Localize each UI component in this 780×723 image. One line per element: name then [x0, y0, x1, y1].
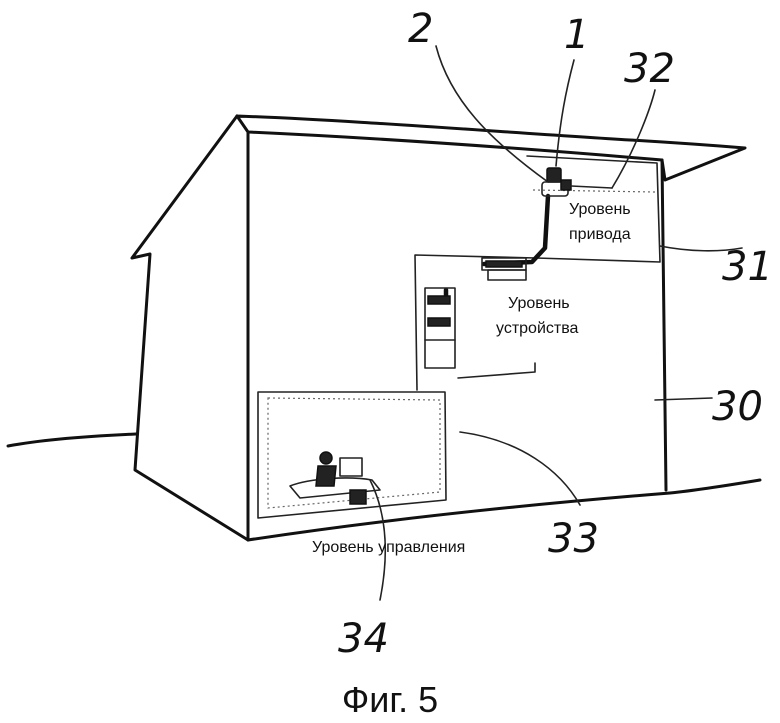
numeral-33: 33	[548, 516, 599, 562]
numeral-31: 31	[722, 244, 773, 290]
drive-level-label-1: Уровень	[569, 201, 631, 218]
figure-caption: Фиг. 5	[342, 679, 438, 720]
numeral-2: 2	[408, 6, 433, 52]
drive-level-label-2: привода	[569, 226, 631, 243]
drive-unit	[542, 168, 612, 196]
roof	[237, 116, 745, 180]
operator-workstation	[290, 452, 380, 504]
front-wall-right-edge	[662, 160, 666, 490]
cable	[446, 196, 548, 300]
control-level-label: Уровень управления	[312, 539, 465, 556]
leader-33	[460, 432, 580, 505]
device-level-label-1: Уровень	[508, 295, 570, 312]
numeral-32: 32	[624, 46, 675, 92]
device-cabinet	[425, 288, 455, 368]
leader-1	[556, 60, 574, 166]
numeral-30: 30	[712, 384, 763, 430]
device-module	[482, 258, 526, 280]
numeral-34: 34	[338, 616, 389, 662]
left-wall	[132, 116, 248, 540]
device-level-label-2: устройства	[496, 320, 579, 337]
numeral-1: 1	[564, 12, 589, 58]
leader-2	[436, 46, 548, 182]
